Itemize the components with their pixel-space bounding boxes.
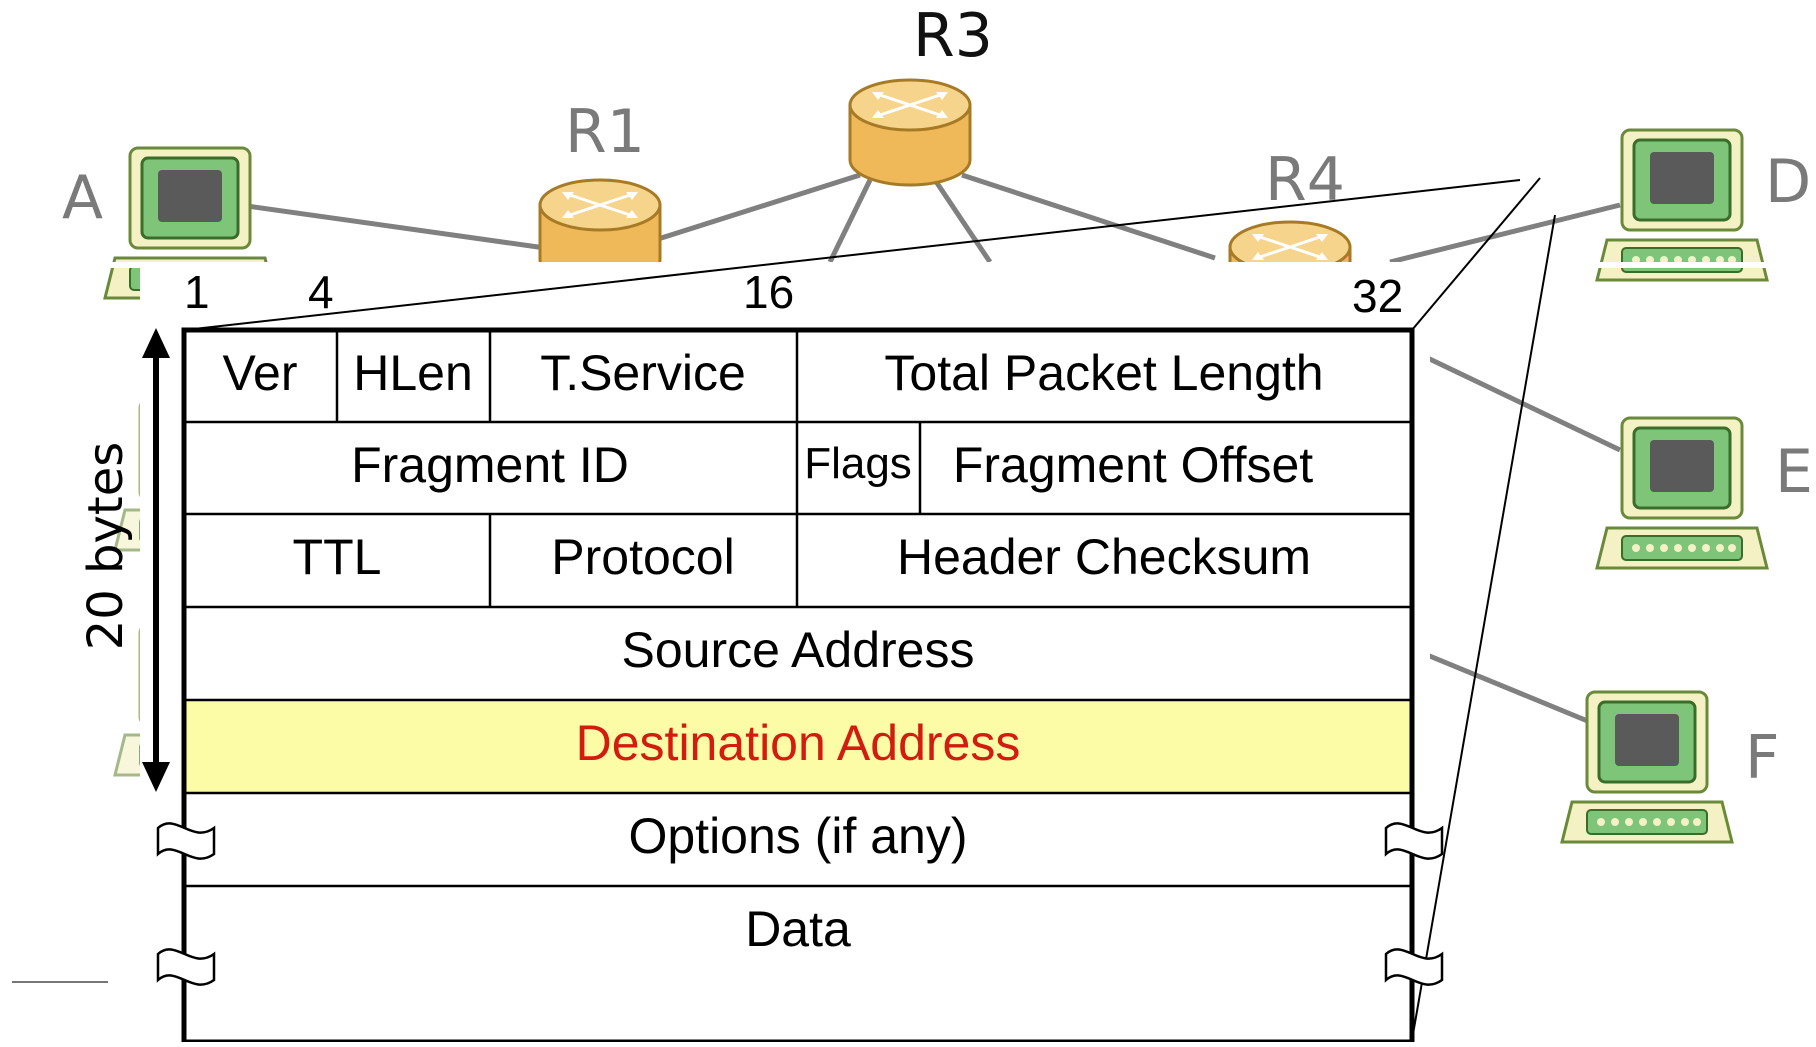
- destination-row-highlight: [184, 700, 1412, 793]
- field-ver: Ver: [222, 345, 297, 401]
- field-fragment-offset: Fragment Offset: [953, 437, 1313, 493]
- field-source-address: Source Address: [622, 622, 975, 678]
- header-size-label: 20 bytes: [78, 442, 134, 651]
- router-r1-label: R1: [565, 97, 645, 167]
- bit-position-label: 1: [184, 266, 210, 318]
- host-f-computer-icon: [1560, 690, 1734, 844]
- field-type-of-service: T.Service: [540, 345, 746, 401]
- field-hlen: HLen: [353, 345, 473, 401]
- ip-header-table: [181, 327, 1415, 1045]
- host-e-label: E: [1775, 437, 1813, 507]
- field-flags: Flags: [804, 439, 912, 488]
- field-ttl: TTL: [293, 529, 382, 585]
- bit-position-label: 32: [1352, 270, 1403, 322]
- field-protocol: Protocol: [551, 529, 734, 585]
- field-destination-address: Destination Address: [576, 715, 1021, 771]
- router-r3-label: R3: [913, 1, 993, 71]
- host-d-label: D: [1765, 147, 1811, 217]
- field-header-checksum: Header Checksum: [897, 529, 1311, 585]
- host-a-label: A: [62, 163, 103, 233]
- bit-position-label: 4: [308, 266, 334, 318]
- field-options: Options (if any): [628, 808, 967, 864]
- network-links: [239, 172, 1622, 725]
- field-data: Data: [745, 901, 851, 957]
- size-arrow: [142, 328, 170, 792]
- field-fragment-id: Fragment ID: [351, 437, 629, 493]
- bit-position-label: 16: [743, 266, 794, 318]
- field-total-length: Total Packet Length: [884, 345, 1323, 401]
- host-f-label: F: [1745, 723, 1780, 793]
- router-r3-icon: [848, 78, 972, 187]
- host-d-computer-icon: [1595, 128, 1769, 282]
- host-e-computer-icon: [1595, 416, 1769, 570]
- zoom-callout-lines: [184, 177, 1556, 1041]
